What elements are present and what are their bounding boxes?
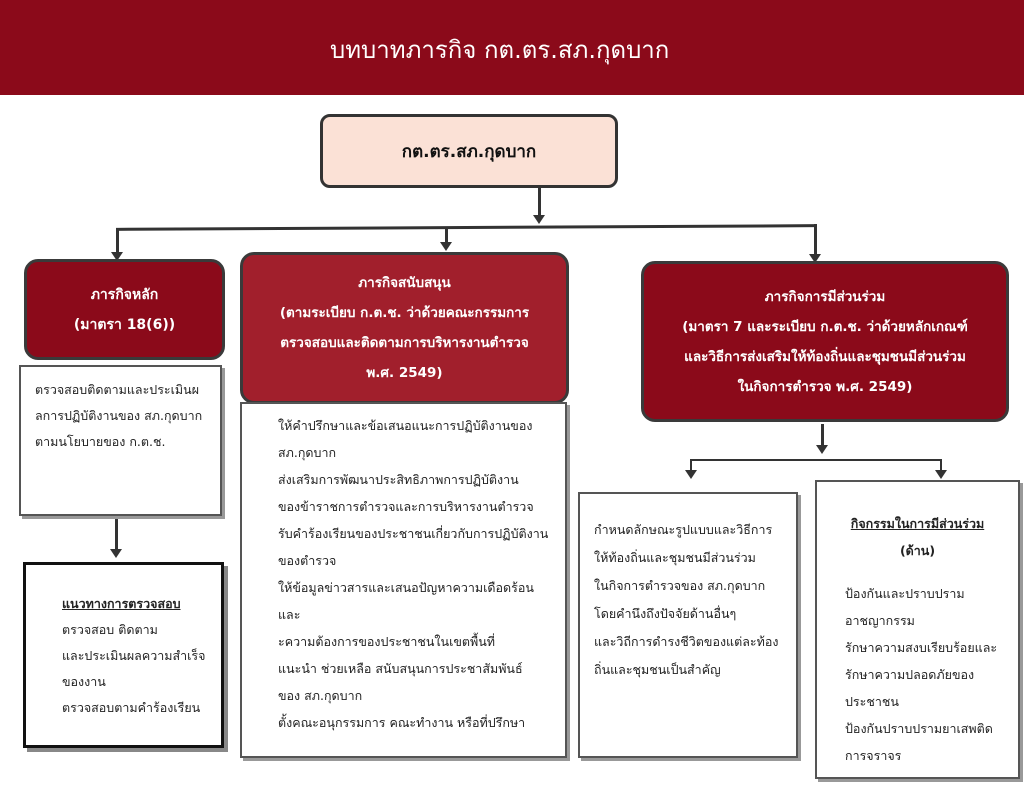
guideline-item: ตรวจสอบตามคำร้องเรียน <box>62 700 201 715</box>
connector-left-down <box>116 228 119 254</box>
detail-line: กำหนดลักษณะรูปแบบและวิธีการ <box>594 522 773 537</box>
connector-root-down <box>538 188 541 218</box>
support-mission-line: (ตามระเบียบ ก.ต.ช. ว่าด้วยคณะกรรมการ <box>279 305 530 321</box>
detail-line: ลการปฏิบัติงานของ สภ.กุดบาก <box>35 408 203 423</box>
participation-mission-line: (มาตรา 7 และระเบียบ ก.ต.ช. ว่าด้วยหลักเก… <box>682 318 968 335</box>
connector-split-left <box>690 459 692 471</box>
detail-line: ะความต้องการของประชาชนในเขตพื้นที่ <box>278 634 496 649</box>
arrow-split-left <box>685 470 697 479</box>
main-mission-subtitle: (มาตรา 18(6)) <box>73 316 176 333</box>
connector-mid-down <box>445 228 448 244</box>
detail-line: ส่งเสริมการพัฒนาประสิทธิภาพการปฏิบัติงาน <box>278 472 519 487</box>
detail-line: โดยคำนึงถึงปัจจัยด้านอื่นๆ <box>594 606 737 621</box>
activity-item: การจราจร <box>845 748 902 763</box>
detail-line: ให้ข้อมูลข่าวสารและเสนอปัญหาความเดือดร้อ… <box>278 580 534 622</box>
detail-line: ให้คำปรึกษาและข้อเสนอแนะการปฏิบัติงานของ <box>278 418 533 433</box>
root-node: กต.ตร.สภ.กุดบาก <box>320 114 618 188</box>
detail-line: ตรวจสอบติดตามและประเมินผ <box>35 382 200 397</box>
activity-title: กิจกรรมในการมีส่วนร่วม <box>850 516 985 531</box>
detail-line: ในกิจการตำรวจของ สภ.กุดบาก <box>594 578 766 593</box>
connector-right-mission-down <box>821 424 824 446</box>
guideline-item: ของงาน <box>62 674 106 689</box>
root-label: กต.ตร.สภ.กุดบาก <box>401 141 537 162</box>
support-mission-title: ภารกิจสนับสนุน <box>358 275 451 291</box>
guideline-item: และประเมินผลความสำเร็จ <box>62 648 206 663</box>
detail-line: ให้ท้องถิ่นและชุมชนมีส่วนร่วม <box>594 550 756 565</box>
detail-line: ตามนโยบายของ ก.ต.ช. <box>35 434 166 449</box>
activity-item: รักษาความสงบเรียบร้อยและ <box>845 640 998 655</box>
detail-line: ถิ่นและชุมชนเป็นสำคัญ <box>594 662 721 677</box>
detail-line: รับคำร้องเรียนของประชาชนเกี่ยวกับการปฏิบ… <box>278 526 549 541</box>
participation-mission-line: ในกิจการตำรวจ พ.ศ. 2549) <box>737 378 913 395</box>
arrow-left-details <box>110 549 122 558</box>
connector-right-down <box>814 224 817 256</box>
connector-split-right <box>940 459 942 471</box>
header-banner: บทบาทภารกิจ กต.ตร.สภ.กุดบาก <box>0 0 1024 95</box>
activity-item: อาชญากรรม <box>845 613 915 628</box>
connector-horizontal <box>116 224 816 231</box>
detail-line: ตั้งคณะอนุกรรมการ คณะทำงาน หรือที่ปรึกษา <box>278 715 526 730</box>
connector-left-details-down <box>115 516 118 550</box>
arrow-mid <box>440 242 452 251</box>
arrow-right-mission <box>816 445 828 454</box>
support-mission-details: ให้คำปรึกษาและข้อเสนอแนะการปฏิบัติงานของ… <box>240 402 567 758</box>
participation-activity-box: กิจกรรมในการมีส่วนร่วม (ด้าน) ป้องกันและ… <box>815 480 1020 779</box>
participation-mission-node: ภารกิจการมีส่วนร่วม (มาตรา 7 และระเบียบ … <box>641 261 1009 422</box>
detail-line: สภ.กุดบาก <box>278 445 337 460</box>
arrow-split-right <box>935 470 947 479</box>
activity-item: ป้องกันปราบปรามยาเสพติด <box>845 721 993 736</box>
detail-line: และวิถีการดำรงชีวิตของแต่ละท้อง <box>594 634 779 649</box>
main-mission-title: ภารกิจหลัก <box>90 286 159 303</box>
activity-item: ป้องกันและปราบปราม <box>845 586 965 601</box>
detail-line: แนะนำ ช่วยเหลือ สนับสนุนการประชาสัมพันธ์ <box>278 661 523 676</box>
support-mission-line: พ.ศ. 2549) <box>366 365 443 381</box>
detail-line: ของ สภ.กุดบาก <box>278 688 363 703</box>
connector-right-split <box>690 459 942 461</box>
arrow-root <box>533 215 545 224</box>
guideline-box: แนวทางการตรวจสอบ ตรวจสอบ ติดตาม และประเม… <box>23 562 224 748</box>
guideline-item: ตรวจสอบ ติดตาม <box>62 622 158 637</box>
activity-item: ประชาชน <box>845 694 899 709</box>
guideline-title: แนวทางการตรวจสอบ <box>62 596 181 611</box>
participation-pattern-box: กำหนดลักษณะรูปแบบและวิธีการ ให้ท้องถิ่นแ… <box>578 492 798 758</box>
main-mission-node: ภารกิจหลัก (มาตรา 18(6)) <box>24 259 225 360</box>
participation-mission-title: ภารกิจการมีส่วนร่วม <box>764 288 886 305</box>
activity-item: รักษาความปลอดภัยของ <box>845 667 975 682</box>
support-mission-line: ตรวจสอบและติดตามการบริหารงานตำรวจ <box>280 335 529 351</box>
detail-line: ของตำรวจ <box>278 553 337 568</box>
detail-line: ของข้าราชการตำรวจและการบริหารงานตำรวจ <box>278 499 534 514</box>
arrow-left <box>111 252 123 261</box>
arrow-right <box>809 254 821 263</box>
page-title: บทบาทภารกิจ กต.ตร.สภ.กุดบาก <box>330 36 670 64</box>
activity-subtitle: (ด้าน) <box>899 543 936 558</box>
main-mission-details: ตรวจสอบติดตามและประเมินผ ลการปฏิบัติงานข… <box>19 365 222 516</box>
participation-mission-line: และวิธีการส่งเสริมให้ท้องถิ่นและชุมชนมีส… <box>684 348 966 365</box>
support-mission-node: ภารกิจสนับสนุน (ตามระเบียบ ก.ต.ช. ว่าด้ว… <box>240 252 569 404</box>
